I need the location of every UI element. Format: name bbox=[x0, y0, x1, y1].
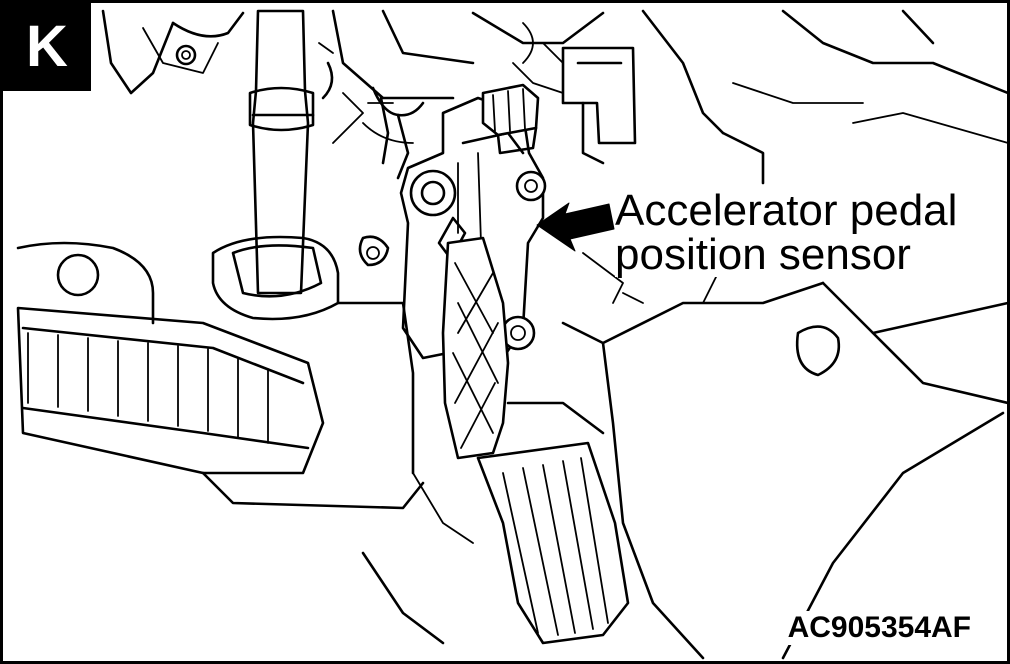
figure-code: AC905354AF bbox=[783, 611, 975, 645]
sensor-connector bbox=[481, 83, 540, 155]
callout-line-1: Accelerator pedal bbox=[615, 186, 958, 235]
view-letter-badge: K bbox=[3, 3, 91, 91]
callout-line-2: position sensor bbox=[615, 230, 911, 279]
pedal-bracket bbox=[399, 96, 547, 365]
harness-connector bbox=[512, 22, 637, 165]
pedal-assembly-illustration bbox=[16, 9, 1007, 660]
steering-column bbox=[211, 9, 340, 321]
wire-harness bbox=[362, 86, 425, 180]
callout-arrow bbox=[536, 202, 615, 252]
accelerator-pedal bbox=[441, 236, 630, 645]
sensor-callout-label: Accelerator pedal position sensor bbox=[615, 189, 995, 277]
upper-body-structure bbox=[101, 9, 1007, 185]
brake-pedal bbox=[16, 235, 425, 510]
